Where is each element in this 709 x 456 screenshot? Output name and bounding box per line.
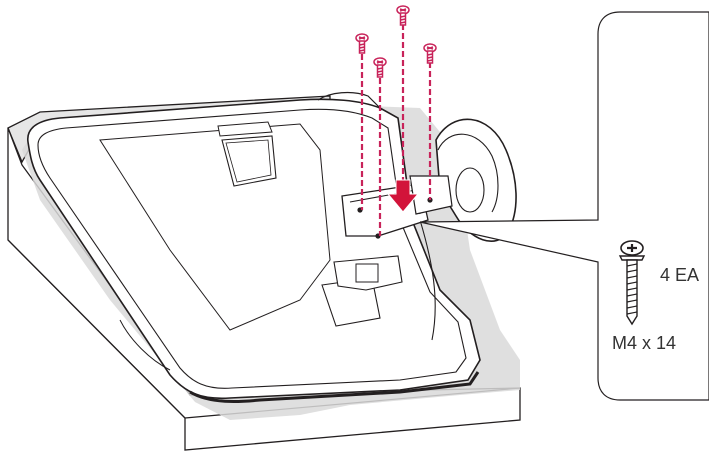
screw-icon xyxy=(356,34,368,53)
screw-icon xyxy=(424,44,436,63)
screw-size-label: M4 x 14 xyxy=(612,333,676,354)
screw-quantity-label: 4 EA xyxy=(660,265,699,286)
screw-icon xyxy=(374,58,386,77)
screw-icon xyxy=(397,6,409,25)
screws xyxy=(356,6,436,77)
